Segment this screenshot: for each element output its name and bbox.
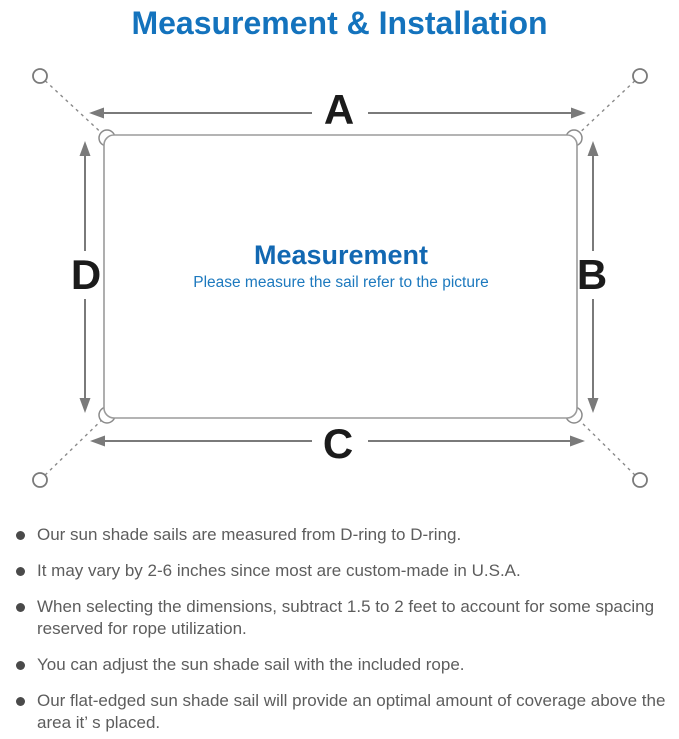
- notes-list: Our sun shade sails are measured from D-…: [0, 524, 679, 734]
- dimension-label-a: A: [324, 86, 354, 133]
- bullet-icon: [16, 603, 25, 612]
- list-item: Our sun shade sails are measured from D-…: [16, 524, 673, 546]
- note-text: When selecting the dimensions, subtract …: [37, 597, 655, 638]
- sail-diagram-svg: A B C D Measurement Please measure the s…: [32, 68, 648, 488]
- list-item: Our flat-edged sun shade sail will provi…: [16, 690, 673, 734]
- note-text: You can adjust the sun shade sail with t…: [37, 655, 465, 674]
- rope-line-bottom-right: [573, 414, 641, 481]
- dimension-arrow-b: [587, 141, 599, 413]
- note-text: Our sun shade sails are measured from D-…: [37, 525, 462, 544]
- arrowhead-right-icon: [571, 107, 586, 119]
- arrowhead-up-icon: [79, 141, 91, 156]
- sail-rectangle: [103, 134, 578, 419]
- d-ring-icon: [632, 68, 648, 84]
- dimension-arrow-a: [89, 107, 586, 119]
- arrowhead-down-icon: [587, 398, 599, 413]
- rope-dashed-lines: [39, 75, 641, 481]
- bullet-icon: [16, 697, 25, 706]
- measurement-diagram: A B C D Measurement Please measure the s…: [0, 54, 679, 516]
- diagram-center-heading: Measurement: [254, 240, 428, 270]
- bullet-icon: [16, 531, 25, 540]
- bullet-icon: [16, 567, 25, 576]
- rope-line-top-right: [573, 75, 641, 139]
- list-item: It may vary by 2-6 inches since most are…: [16, 560, 673, 582]
- list-item: You can adjust the sun shade sail with t…: [16, 654, 673, 676]
- arrowhead-left-icon: [90, 435, 105, 447]
- d-ring-icon: [32, 472, 48, 488]
- diagram-center-subtitle: Please measure the sail refer to the pic…: [193, 274, 489, 291]
- rope-line-top-left: [39, 75, 108, 139]
- rope-line-bottom-left: [39, 414, 108, 481]
- page-title: Measurement & Installation: [131, 5, 548, 41]
- bullet-icon: [16, 661, 25, 670]
- arrowhead-left-icon: [89, 107, 104, 119]
- note-text: Our flat-edged sun shade sail will provi…: [37, 691, 666, 732]
- dimension-arrow-d: [79, 141, 91, 413]
- dimension-label-c: C: [323, 420, 353, 467]
- dimension-arrow-c: [90, 435, 585, 447]
- list-item: When selecting the dimensions, subtract …: [16, 596, 673, 640]
- anchor-rings: [32, 68, 648, 488]
- arrowhead-up-icon: [587, 141, 599, 156]
- arrowhead-right-icon: [570, 435, 585, 447]
- dimension-label-b: B: [577, 251, 607, 298]
- d-ring-icon: [32, 68, 48, 84]
- dimension-label-d: D: [71, 251, 101, 298]
- note-text: It may vary by 2-6 inches since most are…: [37, 561, 521, 580]
- d-ring-icon: [632, 472, 648, 488]
- arrowhead-down-icon: [79, 398, 91, 413]
